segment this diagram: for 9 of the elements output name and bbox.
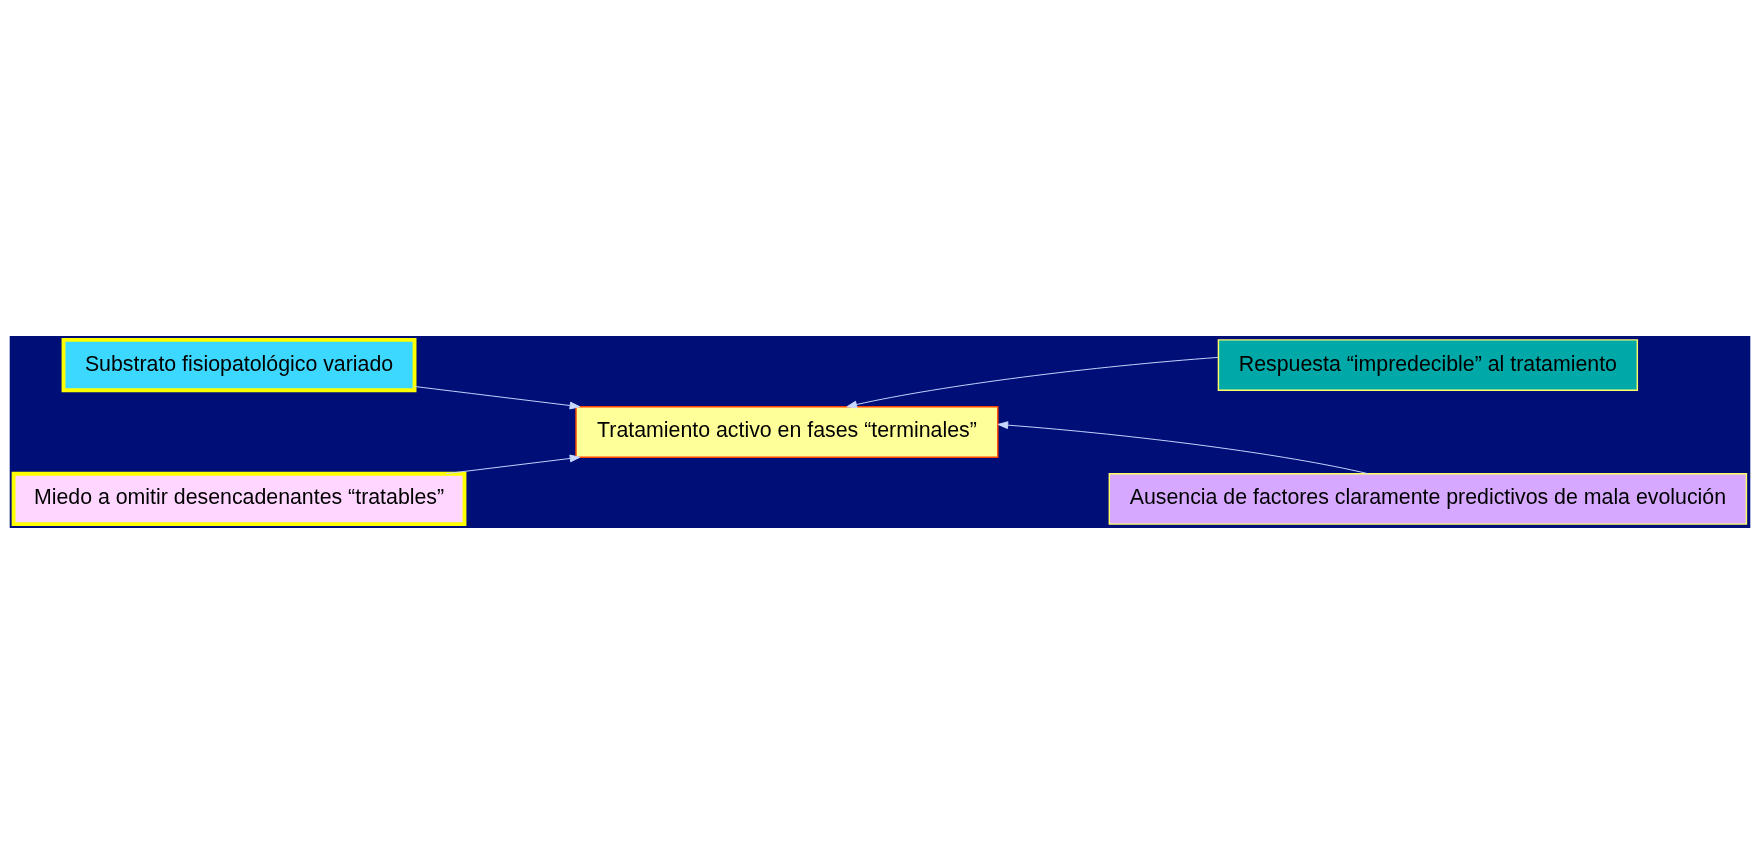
- arrow: [414, 385, 581, 409]
- arrow: [445, 454, 581, 474]
- node-box: Substrato fisiopatológico variado: [61, 337, 417, 392]
- node-box: Miedo a omitir desencadenantes “tratables”: [11, 471, 467, 526]
- node-box: Tratamiento activo en fases “terminales”: [575, 405, 999, 458]
- arrow: [997, 420, 1369, 474]
- arrow: [846, 356, 1219, 408]
- node-box: Respuesta “impredecible” al tratamiento: [1217, 338, 1639, 391]
- node-box: Ausencia de factores claramente predictivos de mala evolución: [1108, 472, 1748, 525]
